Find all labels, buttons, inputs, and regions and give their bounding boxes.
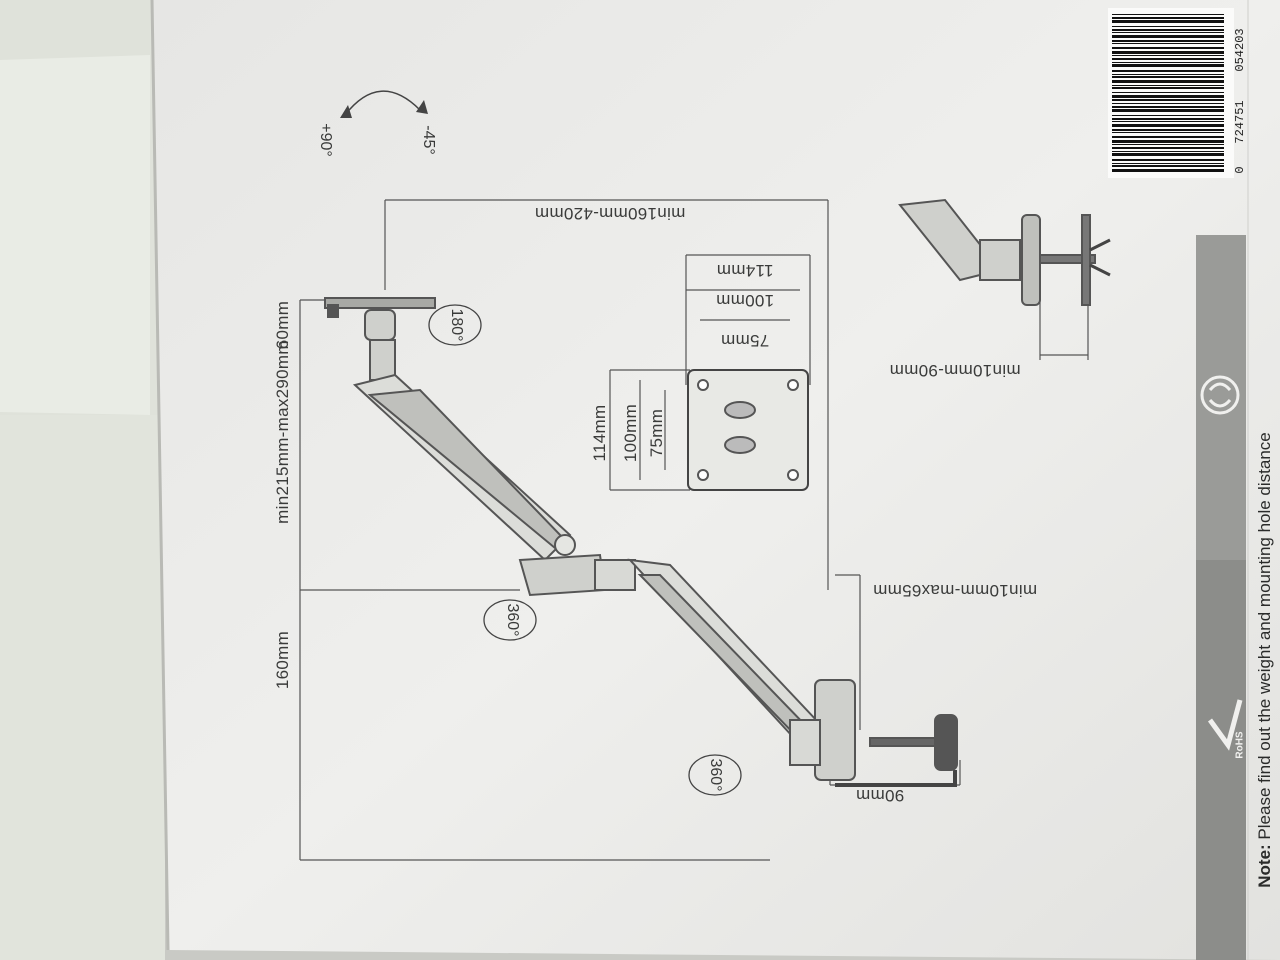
dim-vesa-v-114: 114mm — [590, 404, 609, 462]
rohs-logo — [1207, 699, 1243, 751]
dim-desk-thickness: min10mm-max65mm — [872, 581, 1038, 600]
barcode-group1: 724751 — [1233, 100, 1247, 144]
footer-note-label: Note: — [1255, 844, 1274, 888]
dim-vesa-h-114: 114mm — [716, 261, 774, 280]
footer-note: Note: Please find out the weight and mou… — [1255, 432, 1275, 888]
angle-tilt-up: +90° — [317, 123, 334, 157]
angle-swivel-mid: 360° — [504, 603, 521, 637]
dim-arm-top: 60mm — [273, 300, 292, 350]
dim-vesa-v-75: 75mm — [647, 408, 666, 458]
dim-vesa-h-75: 75mm — [720, 331, 770, 350]
dim-vesa-h-100: 100mm — [715, 291, 775, 310]
angle-tilt-down: -45° — [420, 125, 437, 155]
dim-arm-height-total: 160mm — [273, 630, 292, 690]
barcode-left-digit: 0 — [1233, 166, 1247, 174]
dim-clamp-depth: 90mm — [855, 786, 905, 805]
dim-arm-height-range: min215mm-max290mm — [273, 340, 292, 524]
barcode — [1108, 8, 1234, 178]
dim-grommet-thickness: min10mm-90mm — [889, 361, 1021, 380]
barcode-group2: 054203 — [1233, 28, 1247, 72]
angle-swivel-base: 360° — [707, 758, 724, 792]
recycle-logo — [1200, 375, 1240, 415]
footer-note-text: Please find out the weight and mounting … — [1255, 432, 1274, 845]
dim-reach-range: min160mm-420mm — [534, 204, 686, 223]
dim-vesa-v-100: 100mm — [621, 403, 640, 463]
rohs-label: RoHS — [1234, 731, 1246, 759]
angle-rotate-head: 180° — [448, 308, 465, 342]
